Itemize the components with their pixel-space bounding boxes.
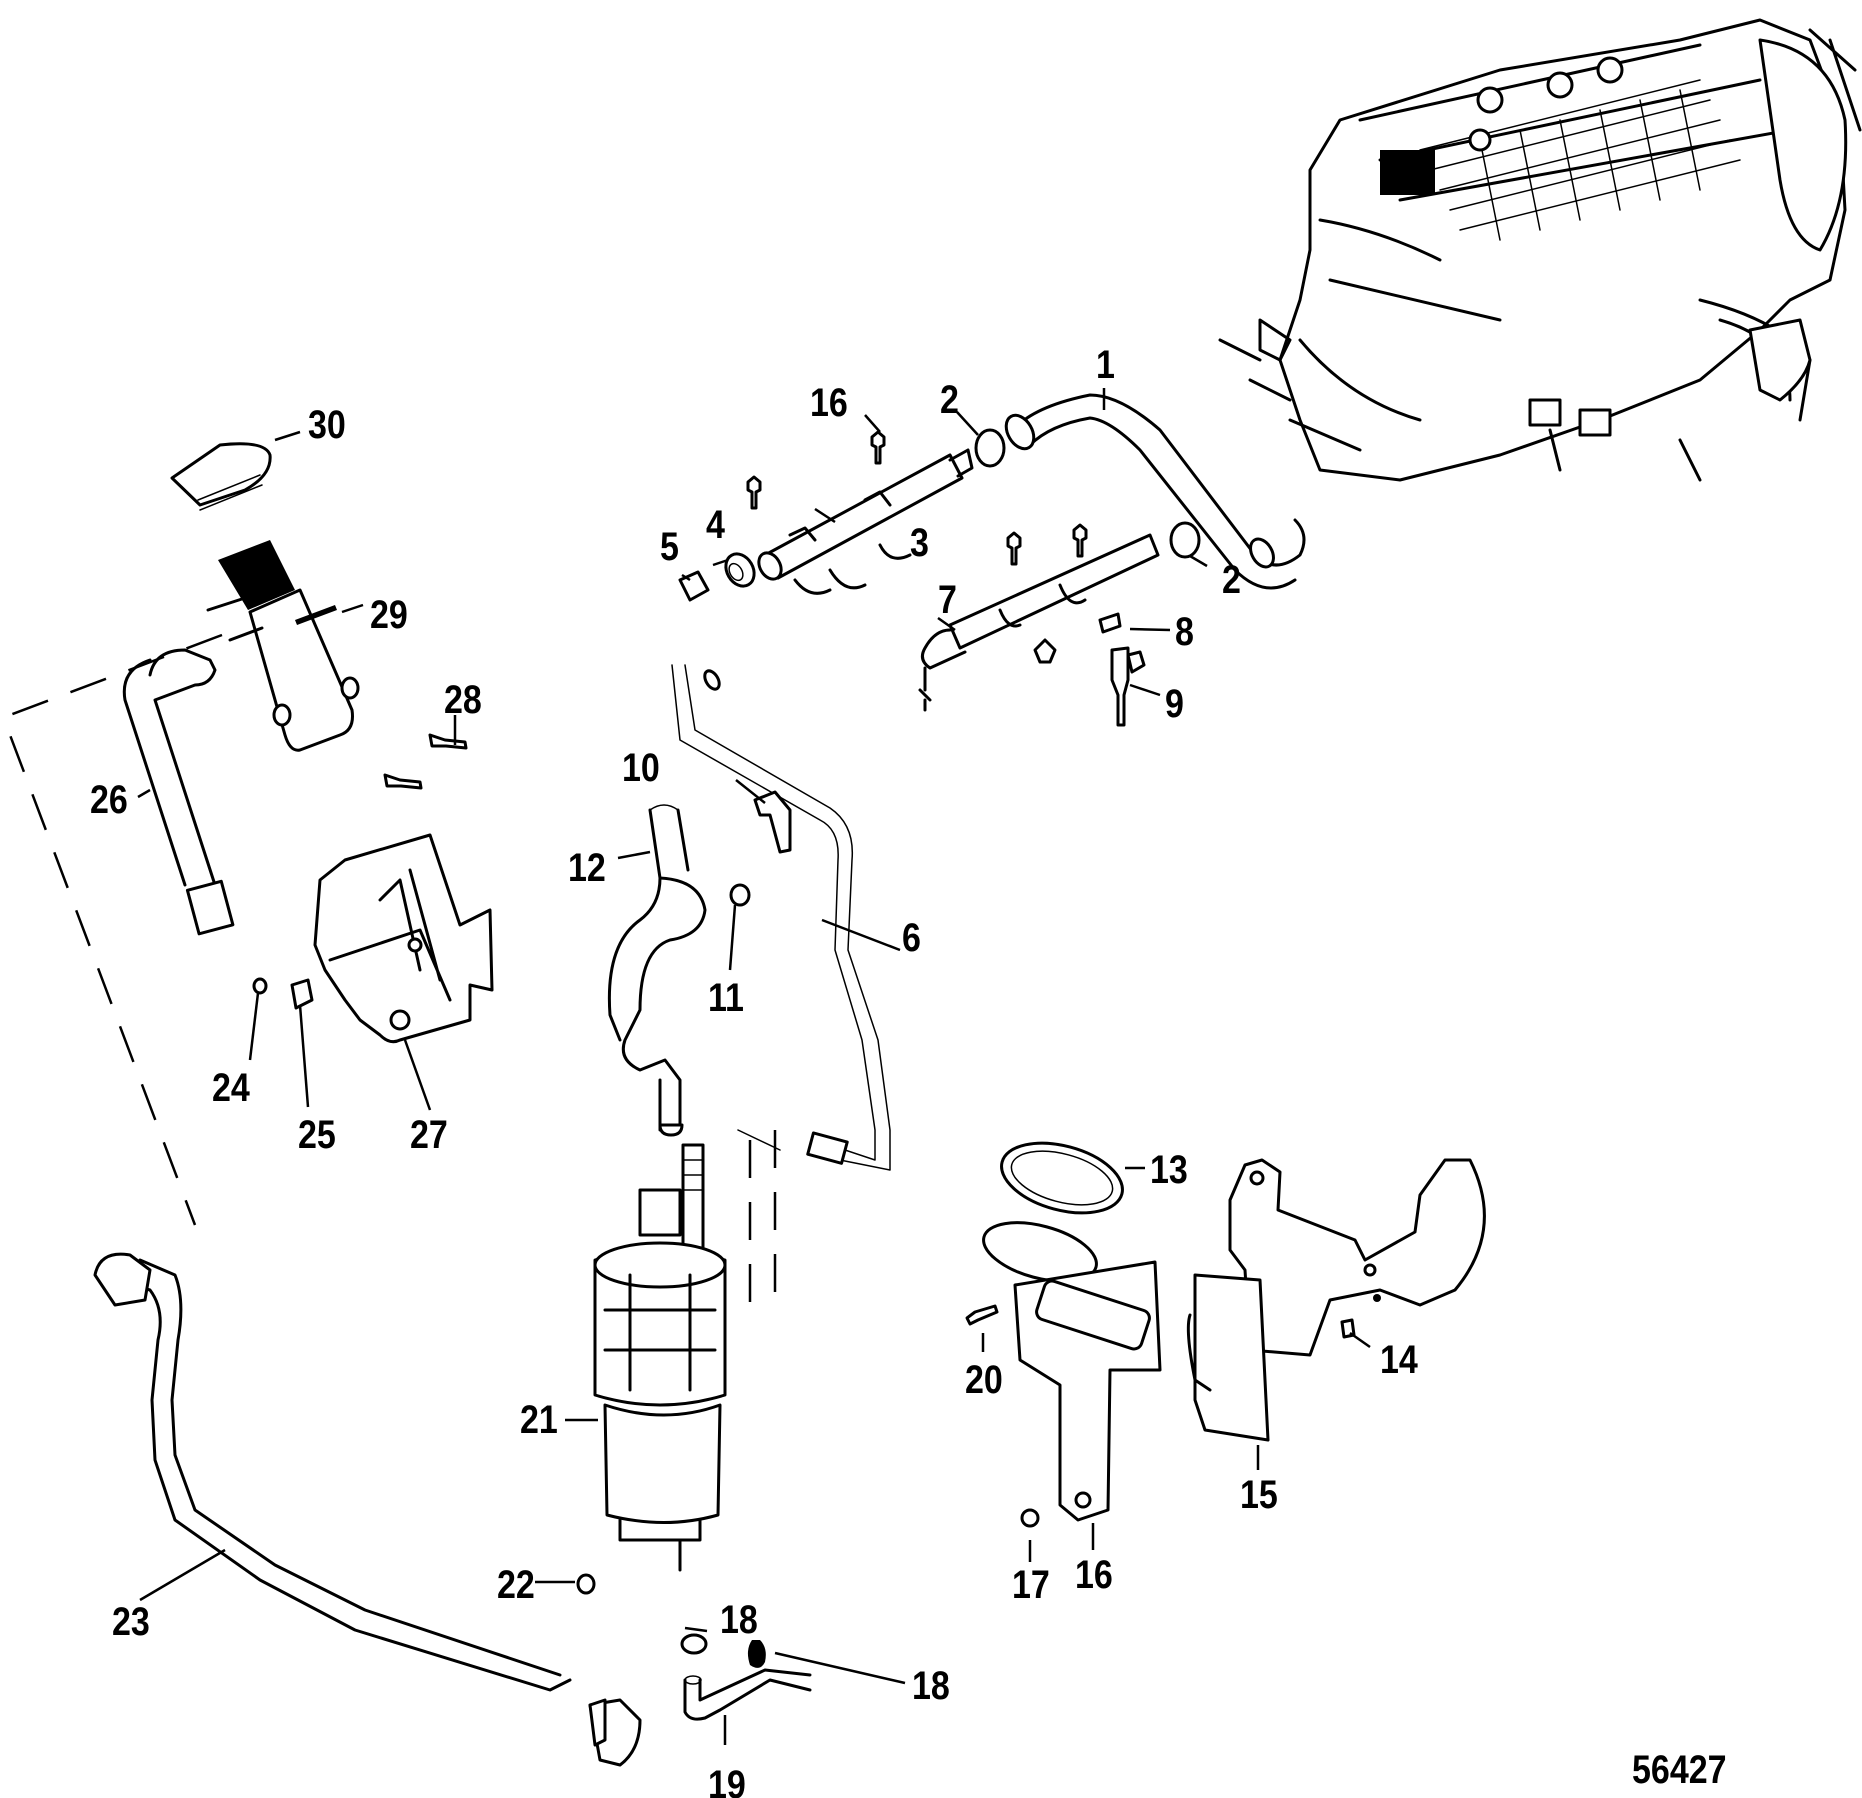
elbow-hose-part [683,1668,812,1721]
callout-8: 8 [1175,610,1194,654]
callout-21: 21 [520,1398,558,1442]
bracket-16-part [982,1221,1162,1522]
fuel-cell-module-part [593,1143,727,1572]
callout-15: 15 [1240,1473,1278,1517]
callout-26: 26 [90,778,128,822]
mounting-bracket-part [313,833,494,1044]
fitting-part [724,552,756,588]
callout-9: 9 [1165,682,1184,726]
fuel-rail-lower-part [918,533,1160,712]
seal-ring-part [1000,1141,1124,1215]
engine-assembly [1218,18,1862,482]
callout-18-cap: 18 [720,1598,758,1642]
callout-25: 25 [298,1113,336,1157]
callout-4: 4 [706,503,725,547]
callout-2-lower: 2 [1222,558,1241,602]
callout-30: 30 [308,403,346,447]
callout-10: 10 [622,746,660,790]
callout-2-upper: 2 [940,378,959,422]
callout-7: 7 [938,578,957,622]
callout-29: 29 [370,593,408,637]
clamp-upper-part [974,428,1006,468]
callout-17: 17 [1012,1563,1050,1607]
fuel-hose-part [607,804,707,1137]
clip-nut-25-part [290,978,314,1010]
fuel-line-part [1004,393,1306,590]
callout-19: 19 [708,1763,746,1798]
callout-14: 14 [1380,1338,1418,1382]
assembly-dashed-lines [8,633,781,1320]
bolt-upper-parts [746,430,1088,566]
filter-cap-part [170,442,272,511]
figure-number: 56427 [1632,1748,1727,1792]
screw-20-part [965,1304,999,1326]
cap-18-part [680,1633,708,1655]
screw-22-part [576,1573,596,1595]
screw-24-part [252,977,268,995]
hose-26-part [122,648,235,936]
callout-27: 27 [410,1113,448,1157]
callout-1: 1 [1096,343,1115,387]
filter-body-part [206,540,360,752]
fuel-rail-upper-part [757,448,974,595]
callout-16-bracket: 16 [1075,1553,1113,1597]
clamp-18-part [747,1640,766,1668]
vent-hose-part [671,664,891,1171]
cover-plate-bracket-part [1186,1158,1486,1442]
screw-28-parts [383,733,468,790]
callout-24: 24 [212,1066,250,1110]
callout-5: 5 [660,525,679,569]
callout-16-bolt: 16 [810,381,848,425]
callout-6: 6 [902,916,921,960]
injector-clip-part [1098,612,1122,634]
callout-12: 12 [568,846,606,890]
p-clamp-part [753,790,792,854]
clamp-lower-part [1169,521,1201,559]
nut-part [729,883,751,907]
callout-18-clamp: 18 [912,1664,950,1708]
callout-13: 13 [1150,1148,1188,1192]
fuel-injector-part [1110,646,1146,727]
callout-3: 3 [910,521,929,565]
leader-lines [137,388,1371,1745]
callout-23: 23 [112,1600,150,1644]
nut-17-part [1020,1508,1040,1528]
callout-28: 28 [444,678,482,722]
callout-22: 22 [497,1563,535,1607]
callout-11: 11 [708,976,744,1020]
supply-line-part [93,1252,642,1767]
callout-20: 20 [965,1358,1003,1402]
